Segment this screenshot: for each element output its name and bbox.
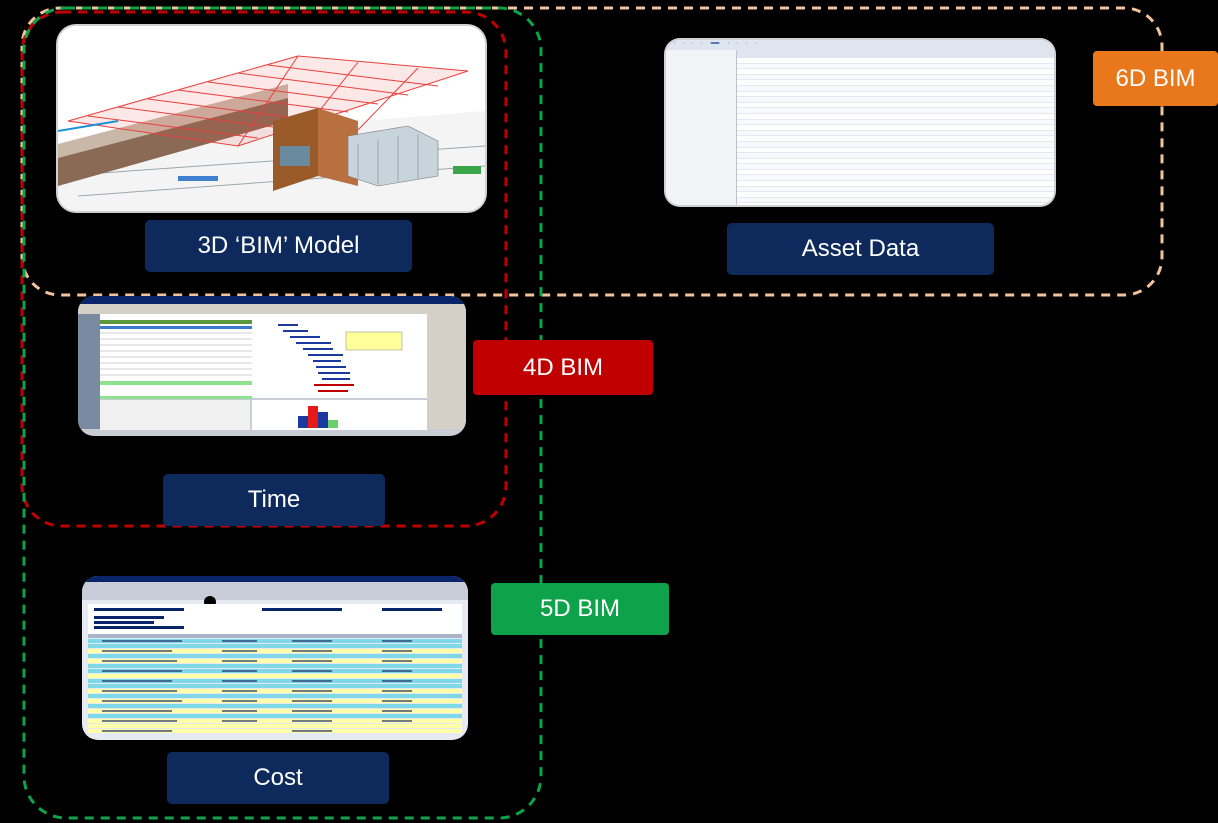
bim4d-tag: 4D BIM	[473, 340, 653, 395]
bim5d-boundary	[22, 6, 543, 820]
asset-label-text: Asset Data	[801, 235, 920, 262]
asset-label: Asset Data	[727, 223, 994, 275]
asset-app-sidebar	[666, 50, 737, 205]
bim6d-tag-text: 6D BIM	[1115, 64, 1196, 92]
asset-image	[666, 40, 1054, 205]
bim6d-tag: 6D BIM	[1093, 51, 1218, 106]
cost-label-text: Cost	[253, 764, 303, 791]
time-image	[78, 296, 466, 436]
cost-label: Cost	[167, 752, 389, 804]
model-image	[58, 26, 485, 211]
bim5d-tag: 5D BIM	[491, 583, 669, 635]
cost-report-screenshot-icon	[82, 576, 468, 733]
bim4d-tag-text: 4D BIM	[522, 353, 603, 381]
asset-app-tabs	[666, 40, 1054, 50]
model-label-text: 3D ‘BIM’ Model	[197, 232, 360, 259]
model-label: 3D ‘BIM’ Model	[145, 220, 412, 272]
gantt-chart-screenshot-icon	[78, 296, 466, 430]
bim6d-boundary	[20, 6, 1164, 297]
time-label: Time	[163, 474, 385, 526]
bim5d-tag-text: 5D BIM	[539, 595, 620, 622]
cost-image	[82, 576, 468, 740]
bim-model-render-icon	[58, 26, 485, 211]
asset-app-grid	[737, 50, 1054, 205]
time-label-text: Time	[247, 486, 301, 513]
